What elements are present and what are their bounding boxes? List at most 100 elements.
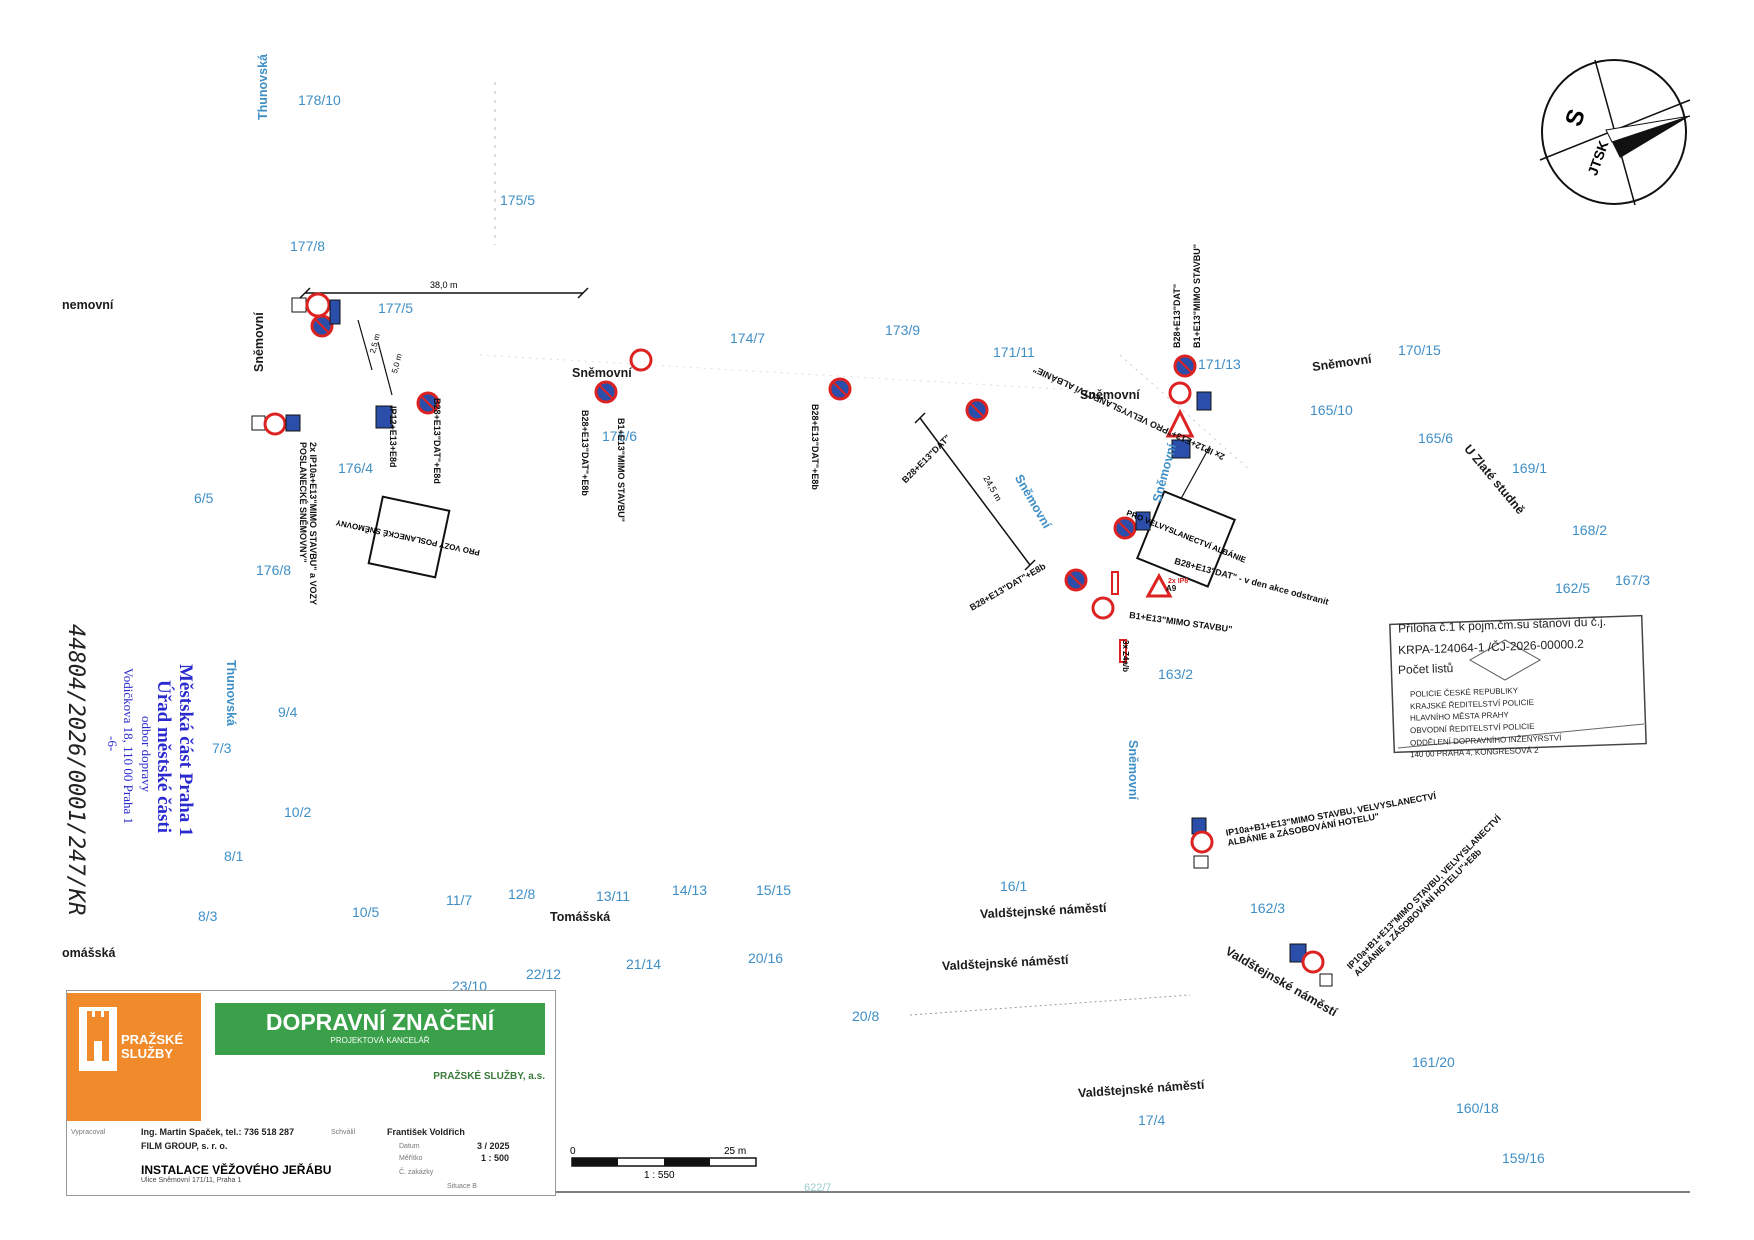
scale-end-label: 25 m <box>724 1146 747 1157</box>
project-name: INSTALACE VĚŽOVÉHO JEŘÁBU <box>141 1163 332 1177</box>
parcel-label: 173/9 <box>885 322 921 338</box>
parcel-label: 161/20 <box>1412 1054 1455 1070</box>
street-name: Thunovská <box>256 54 270 120</box>
parcel-label: 10/5 <box>352 904 380 920</box>
parcel-label: 171/11 <box>993 344 1035 360</box>
parcel-label: 165/10 <box>1310 402 1353 418</box>
parcel-label: 16/1 <box>1000 878 1028 894</box>
parcel-label: 9/4 <box>278 704 298 720</box>
parcel-label: 21/14 <box>626 956 662 972</box>
parcel-label: 177/5 <box>378 300 414 316</box>
parcel-label: 168/2 <box>1572 522 1608 538</box>
parcel-label: 162/5 <box>1555 580 1591 596</box>
sign-cluster-9 <box>1064 568 1127 663</box>
scale-bar <box>571 1157 757 1167</box>
date-value: 3 / 2025 <box>477 1141 510 1151</box>
sheet-label: Situace B <box>447 1183 477 1190</box>
sign-cluster-10 <box>1190 817 1214 869</box>
sign-label: B28+E13"DAT"+E8b <box>580 410 590 496</box>
street-name: Thunovská <box>224 660 238 726</box>
castle-icon <box>79 1007 117 1071</box>
parcel-label: 6/5 <box>194 490 214 506</box>
office-stamp-line: Vodičkova 18, 110 00 Praha 1 <box>121 668 136 824</box>
sign-cluster-5 <box>828 377 852 401</box>
title-banner: DOPRAVNÍ ZNAČENÍ PROJEKTOVÁ KANCELÁŘ <box>215 1003 545 1055</box>
parcel-label: 10/2 <box>284 804 312 820</box>
sign-cluster-8 <box>1113 511 1173 598</box>
parcel-label: 13/11 <box>596 888 630 904</box>
parcel-label: 178/10 <box>298 92 341 108</box>
sign-label: 2x IP6 <box>1168 578 1189 585</box>
parcel-label: 163/2 <box>1158 666 1194 682</box>
sign-label: IP12+E13+E8d <box>388 406 398 468</box>
dimension-label: 38,0 m <box>430 280 458 290</box>
sign-cluster-6 <box>965 398 989 422</box>
scale-value: 1 : 500 <box>481 1153 510 1163</box>
parcel-label: 12/8 <box>508 886 536 902</box>
sign-cluster-7 <box>1165 354 1212 459</box>
scale-label: Měřítko <box>399 1155 423 1162</box>
company-logo: PRAŽSKÉ SLUŽBY <box>67 993 201 1121</box>
handwritten-reference: 44804/2026/0001/247/KR <box>63 624 88 916</box>
parcel-label: 22/12 <box>526 966 562 982</box>
client-name: FILM GROUP, s. r. o. <box>141 1141 228 1151</box>
parcel-label: 15/15 <box>756 882 792 898</box>
office-stamp-line: Úřad městské části <box>153 680 174 834</box>
street-name: Tomášská <box>550 910 611 924</box>
parcel-label: 176/4 <box>338 460 374 476</box>
parcel-label: 160/18 <box>1456 1100 1499 1116</box>
sign-label: B28+E13"DAT"+E8b <box>810 404 820 490</box>
date-label: Datum <box>399 1143 420 1150</box>
parcel-label: 622/7 <box>804 1182 832 1194</box>
scale-start-label: 0 <box>570 1146 576 1157</box>
parcel-label: 11/7 <box>446 892 473 908</box>
parcel-label: 169/1 <box>1512 460 1548 476</box>
parcel-label: 162/3 <box>1250 900 1286 916</box>
sign-cluster-1 <box>291 292 341 338</box>
parcel-label: 170/15 <box>1398 342 1441 358</box>
project-address: Ulice Sněmovní 171/11, Praha 1 <box>141 1177 242 1184</box>
reserved-box-albanie <box>1135 490 1237 588</box>
sign-label: B28+E13"DAT"+E8d <box>432 398 442 484</box>
office-stamp-line: odbor dopravy <box>139 716 154 793</box>
parcel-label: 20/16 <box>748 950 784 966</box>
checker-label: Schválil <box>331 1129 356 1136</box>
parcel-label: 159/16 <box>1502 1150 1545 1166</box>
sign-label: 2x IP10a+E13"MIMO STAVBU" a VOZY POSLANE… <box>298 442 318 605</box>
company-name: PRAŽSKÉ SLUŽBY, a.s. <box>433 1071 545 1082</box>
dimension-line <box>357 319 373 371</box>
office-stamp-line: -6- <box>105 736 120 752</box>
checker-name: František Voldřich <box>387 1127 465 1137</box>
parcel-label: 176/8 <box>256 562 292 578</box>
parcel-label: 8/3 <box>198 908 218 924</box>
faint-road-edge <box>1119 354 1251 471</box>
sign-cluster-11 <box>1289 943 1333 987</box>
dimension-line <box>377 341 393 396</box>
parcel-label: 176/6 <box>602 428 638 444</box>
dimension-label: 3x Z4a/b <box>1121 640 1130 673</box>
parcel-label: 7/3 <box>212 740 232 756</box>
parcel-label: 167/3 <box>1615 572 1651 588</box>
logo-text: PRAŽSKÉ SLUŽBY <box>121 1032 184 1062</box>
dimension-line <box>919 417 1031 566</box>
parcel-label: 177/8 <box>290 238 326 254</box>
street-name: Sněmovní <box>252 312 266 372</box>
street-name: Sněmovní <box>572 366 632 380</box>
street-name: omášská <box>62 946 116 960</box>
parcel-label: 171/13 <box>1198 356 1241 372</box>
order-label: Č. zakázky <box>399 1169 434 1176</box>
street-name: Sněmovní <box>1126 740 1140 800</box>
drawing-subtitle: PROJEKTOVÁ KANCELÁŘ <box>330 1036 430 1045</box>
street-name: Sněmovní <box>1080 388 1140 402</box>
sign-label: B28+E13"DAT" <box>1172 283 1182 348</box>
parcel-label: 14/13 <box>672 882 708 898</box>
faint-road-edge <box>479 354 1111 393</box>
police-stamp-frame <box>1389 614 1647 754</box>
road-edge <box>909 994 1191 1016</box>
sign-label: B1+E13"MIMO STAVBU" <box>616 418 626 522</box>
parcel-label: 175/5 <box>500 192 536 208</box>
parcel-label: 174/7 <box>730 330 766 346</box>
sign-label: B1+E13"MIMO STAVBU" <box>1192 244 1202 348</box>
parcel-label: 165/6 <box>1418 430 1454 446</box>
